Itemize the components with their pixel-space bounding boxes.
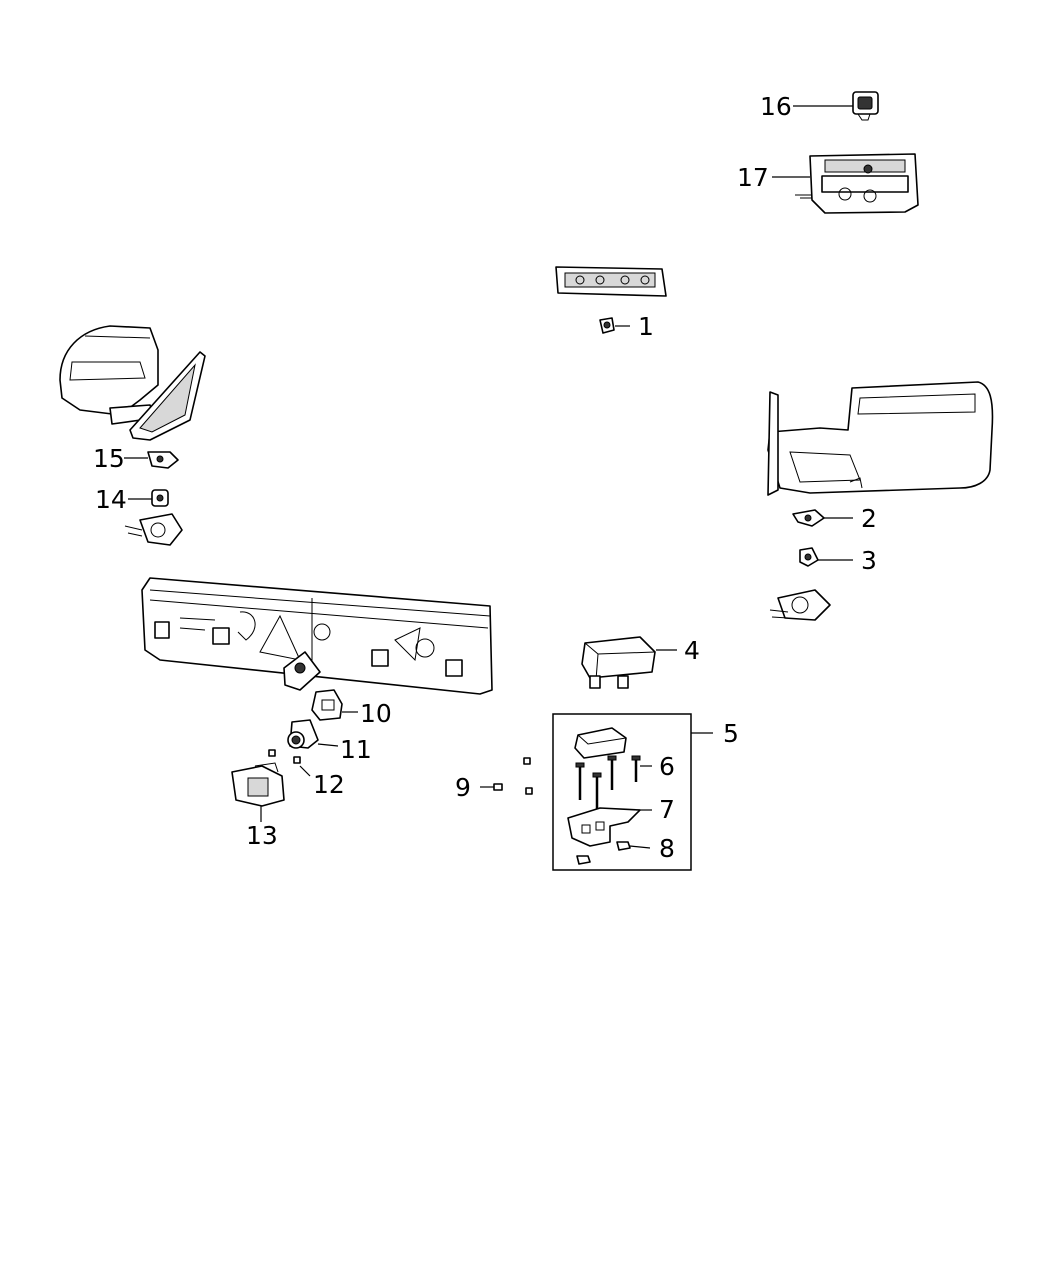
callout-16: 16 [760,92,792,121]
part-4-module [581,636,656,689]
right-mirror-assembly [767,381,994,496]
part-16-module [852,91,879,121]
callout-15: 15 [93,444,125,473]
callout-6: 6 [659,752,675,781]
callout-5: 5 [723,719,739,748]
part-15-bracket [147,451,179,469]
callout-9: 9 [455,773,471,802]
rear-bumper-fascia [141,577,493,695]
callout-12: 12 [313,770,345,799]
left-mirror-assembly [59,325,206,441]
part-chmsl-light [555,266,667,297]
callout-14: 14 [95,485,127,514]
left-mirror-motor [124,513,183,546]
part-7-bracket [567,807,641,847]
callout-3: 3 [861,546,877,575]
part-1-clip [599,317,615,334]
leader-11 [317,743,339,747]
callout-4: 4 [684,636,700,665]
callout-2: 2 [861,504,877,533]
callout-1: 1 [638,312,654,341]
part-6-bolts [575,755,641,812]
right-mirror-motor [769,589,831,621]
part-3-connector [799,547,819,567]
callout-8: 8 [659,834,675,863]
part-9-nut [493,757,533,795]
callout-11: 11 [340,735,372,764]
callout-10: 10 [360,699,392,728]
part-10-bracket [311,689,343,721]
part-13-bezel [231,762,285,807]
part-14-connector [151,489,169,507]
part-12-nut [268,749,301,764]
part-2-bracket [792,509,825,527]
leader-12 [299,765,311,777]
part-5-module [574,727,627,759]
part-17-housing [795,153,919,214]
group-box-5 [552,713,692,871]
callout-17: 17 [737,163,769,192]
callout-13: 13 [246,821,278,850]
part-8-nut [576,841,631,865]
callout-7: 7 [659,795,675,824]
part-11-camera [287,719,319,749]
leader-8 [629,845,651,849]
